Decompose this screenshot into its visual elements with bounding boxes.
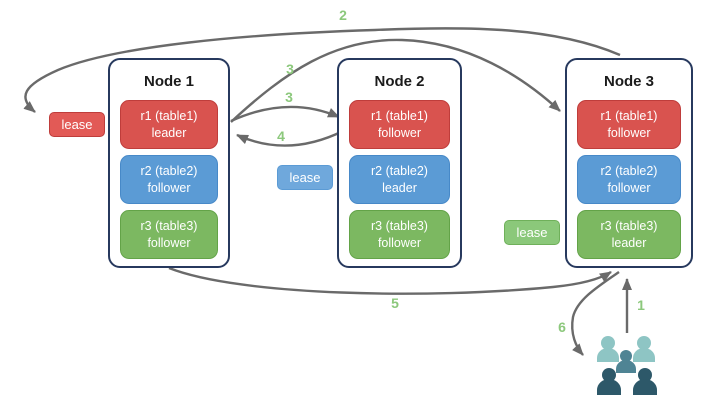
lease-badge-green: lease bbox=[504, 220, 560, 245]
step-label-1: 1 bbox=[637, 297, 645, 313]
replica-name: r2 (table2) bbox=[371, 163, 428, 178]
node-1-replica-r1: r1 (table1) leader bbox=[120, 100, 218, 149]
arrow-step-3-to-node3 bbox=[230, 38, 561, 123]
step-label-3-to-node2: 3 bbox=[285, 89, 293, 105]
node-3-replica-r1: r1 (table1) follower bbox=[577, 100, 681, 149]
node-2-replica-r2: r2 (table2) leader bbox=[349, 155, 450, 204]
replica-name: r3 (table3) bbox=[140, 218, 198, 233]
node-2-replica-r3: r3 (table3) follower bbox=[349, 210, 450, 259]
replica-role: follower bbox=[377, 235, 422, 250]
step-label-2: 2 bbox=[339, 7, 347, 23]
replica-role: follower bbox=[147, 235, 191, 250]
replica-role: follower bbox=[377, 125, 422, 140]
replica-role: follower bbox=[147, 180, 191, 195]
arrow-step-6 bbox=[571, 271, 620, 356]
replica-role: follower bbox=[607, 180, 651, 195]
replica-role: follower bbox=[607, 125, 651, 140]
users-group-icon bbox=[597, 336, 657, 395]
lease-badge-blue: lease bbox=[277, 165, 333, 190]
replica-role: leader bbox=[382, 180, 417, 195]
node-3: Node 3 r1 (table1) follower r2 (table2) … bbox=[565, 58, 693, 268]
replica-role: leader bbox=[611, 235, 647, 250]
step-label-6: 6 bbox=[558, 319, 566, 335]
step-label-3-to-node3: 3 bbox=[286, 61, 294, 77]
lease-badge-red: lease bbox=[49, 112, 105, 137]
replica-name: r2 (table2) bbox=[600, 163, 658, 178]
node-3-replica-r3: r3 (table3) leader bbox=[577, 210, 681, 259]
arrow-step-4 bbox=[236, 129, 344, 147]
step-label-5: 5 bbox=[391, 295, 399, 311]
arrow-step-2 bbox=[23, 27, 621, 113]
replica-name: r3 (table3) bbox=[371, 218, 428, 233]
node-1-replica-r3: r3 (table3) follower bbox=[120, 210, 218, 259]
node-2-title: Node 2 bbox=[374, 73, 425, 90]
replica-name: r2 (table2) bbox=[140, 163, 198, 178]
replica-name: r1 (table1) bbox=[140, 108, 198, 123]
replica-name: r1 (table1) bbox=[600, 108, 658, 123]
arrow-step-5 bbox=[168, 266, 612, 295]
arrow-step-3-to-node2 bbox=[230, 105, 340, 123]
step-label-4: 4 bbox=[277, 128, 285, 144]
replica-name: r3 (table3) bbox=[600, 218, 658, 233]
replica-name: r1 (table1) bbox=[371, 108, 428, 123]
node-3-replica-r2: r2 (table2) follower bbox=[577, 155, 681, 204]
node-3-title: Node 3 bbox=[603, 73, 654, 90]
node-1-replica-r2: r2 (table2) follower bbox=[120, 155, 218, 204]
node-1-title: Node 1 bbox=[143, 73, 194, 90]
node-2-replica-r1: r1 (table1) follower bbox=[349, 100, 450, 149]
node-2: Node 2 r1 (table1) follower r2 (table2) … bbox=[337, 58, 462, 268]
node-1: Node 1 r1 (table1) leader r2 (table2) fo… bbox=[108, 58, 230, 268]
replica-role: leader bbox=[151, 125, 187, 140]
